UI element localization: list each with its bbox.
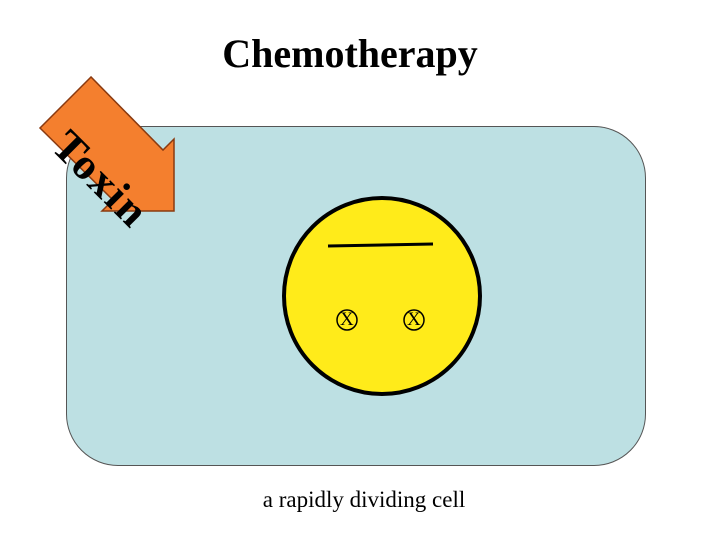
chromosome-label-left: X xyxy=(340,309,354,330)
chromosome-right xyxy=(403,309,425,331)
chromosome-left xyxy=(336,309,358,331)
diagram-caption: a rapidly dividing cell xyxy=(262,487,466,512)
nucleus xyxy=(282,196,482,396)
chromosome-label-right: X xyxy=(407,309,421,330)
toxin-arrow xyxy=(38,75,175,212)
diagram-title: Chemotherapy xyxy=(222,31,478,76)
nucleus-line xyxy=(327,242,434,248)
